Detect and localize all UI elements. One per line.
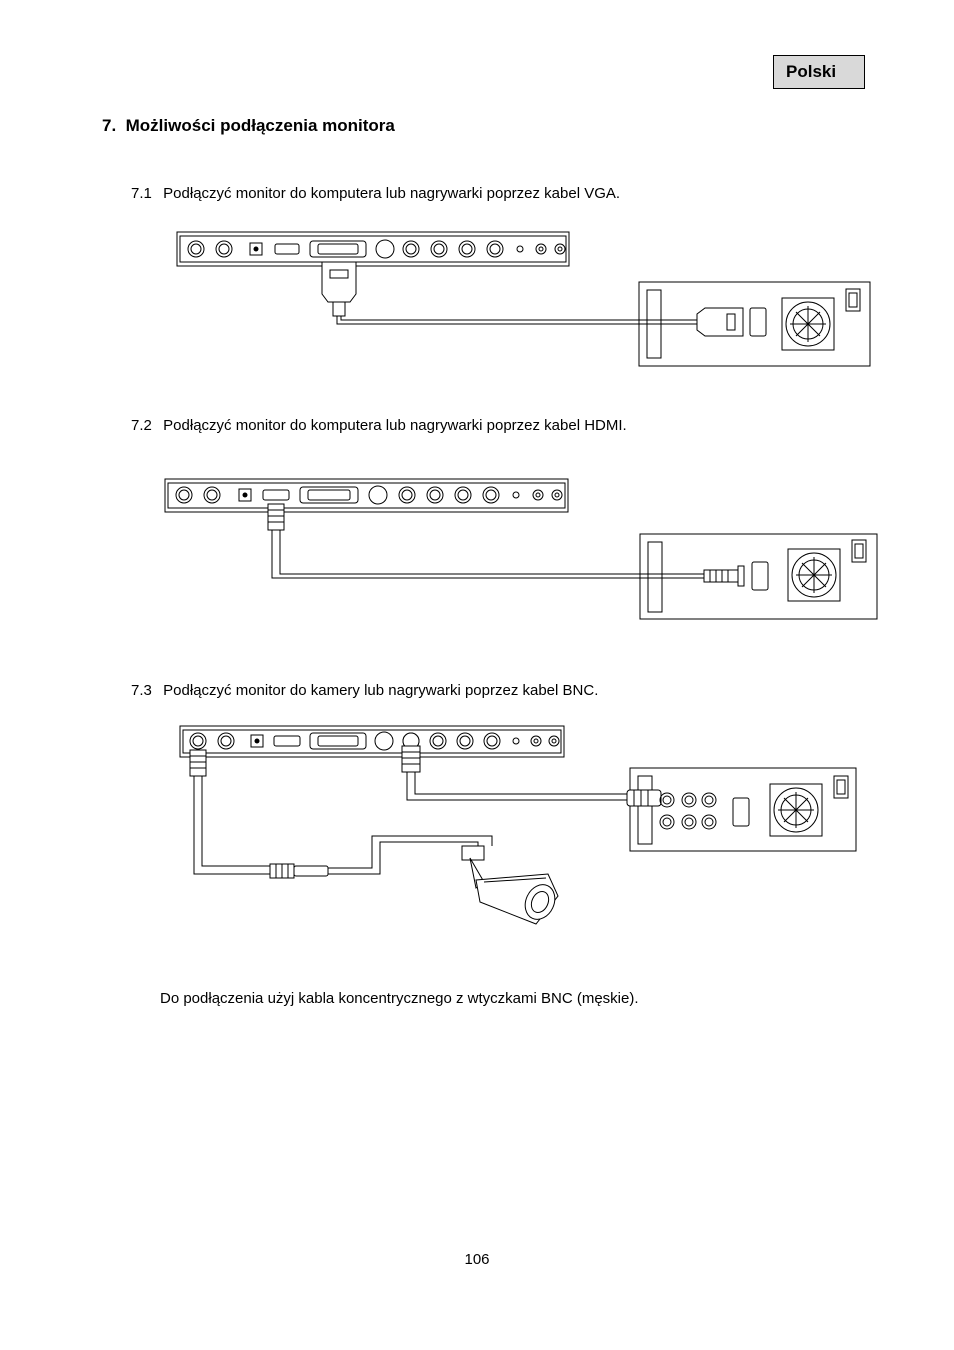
power-jack [250, 734, 264, 748]
section-number: 7. [102, 116, 117, 135]
vga-plug [696, 307, 744, 337]
bnc-port [482, 486, 500, 504]
bnc-port [486, 240, 504, 258]
bnc-port [483, 732, 501, 750]
note-text: Do podłączenia użyj kabla koncentryczneg… [160, 990, 639, 1007]
bnc-port [402, 240, 420, 258]
power-jack [238, 488, 252, 502]
vga-port [751, 561, 769, 591]
step-text: Podłączyć monitor do komputera lub nagry… [163, 185, 621, 202]
camera-icon [461, 845, 559, 925]
bnc-port [187, 240, 205, 258]
bnc-port [426, 486, 444, 504]
bnc-cable [193, 776, 270, 875]
hdmi-connection-diagram [164, 478, 878, 620]
bnc-port [430, 240, 448, 258]
recorder-rear-panel [629, 767, 857, 852]
power-socket-icon [833, 775, 849, 799]
bnc-port [217, 732, 235, 750]
bnc-plug [189, 749, 207, 777]
fan-icon [787, 548, 841, 602]
section-title: 7. Możliwości podłączenia monitora [102, 116, 395, 136]
audio-port [368, 485, 388, 505]
fan-icon [769, 783, 823, 837]
step-text: Podłączyć monitor do kamery lub nagrywar… [163, 682, 599, 699]
language-badge: Polski [773, 55, 865, 89]
vga-port [749, 307, 767, 337]
step-vga: 7.1 Podłączyć monitor do komputera lub n… [131, 185, 620, 202]
step-number: 7.1 [131, 185, 152, 202]
bnc-port [215, 240, 233, 258]
hdmi-port [274, 243, 300, 255]
vga-connection-diagram [176, 231, 871, 367]
bnc-cable [406, 772, 627, 801]
bnc-port [458, 240, 476, 258]
vga-port [299, 486, 359, 504]
bnc-port [454, 486, 472, 504]
bnc-port [429, 732, 447, 750]
hdmi-cable [271, 530, 704, 579]
vga-port [732, 797, 750, 827]
bnc-port [189, 732, 207, 750]
step-number: 7.2 [131, 417, 152, 434]
pc-rear-panel [639, 533, 878, 620]
bnc-port [175, 486, 193, 504]
power-socket-icon [845, 288, 861, 312]
bnc-port [203, 486, 221, 504]
hdmi-port [262, 489, 290, 501]
audio-port [375, 239, 395, 259]
vga-cable [336, 316, 697, 325]
bnc-port [456, 732, 474, 750]
vga-port [309, 732, 367, 750]
power-jack [249, 242, 263, 256]
monitor-rear-panel [176, 231, 570, 267]
bnc-port [398, 486, 416, 504]
audio-port [374, 731, 394, 751]
camera-cable [328, 841, 479, 875]
bnc-plug [626, 789, 662, 807]
vga-port [309, 240, 367, 258]
monitor-rear-panel [179, 725, 565, 758]
step-number: 7.3 [131, 682, 152, 699]
step-bnc: 7.3 Podłączyć monitor do kamery lub nagr… [131, 682, 598, 699]
page-number: 106 [464, 1251, 490, 1268]
bnc-connection-diagram [179, 725, 857, 925]
monitor-rear-panel [164, 478, 569, 513]
fan-icon [781, 297, 835, 351]
step-text: Podłączyć monitor do komputera lub nagry… [163, 417, 627, 434]
section-title-text: Możliwości podłączenia monitora [125, 116, 395, 135]
power-socket-icon [851, 539, 867, 563]
hdmi-port [273, 735, 301, 747]
bnc-plug [401, 745, 421, 773]
step-hdmi: 7.2 Podłączyć monitor do komputera lub n… [131, 417, 627, 434]
pc-rear-panel [638, 281, 871, 367]
